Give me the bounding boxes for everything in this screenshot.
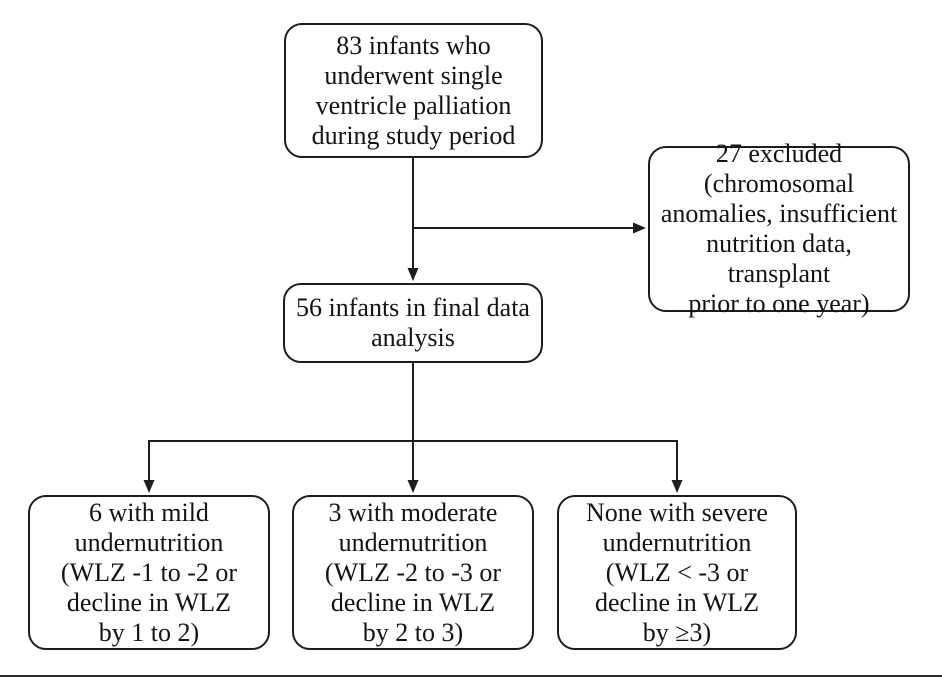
node-mild-undernutrition: 6 with mild undernutrition (WLZ -1 to -2… xyxy=(28,495,270,650)
node-final-analysis-label: 56 infants in final data analysis xyxy=(296,293,530,352)
node-severe-undernutrition: None with severe undernutrition (WLZ < -… xyxy=(557,495,797,650)
node-excluded-label: 27 excluded (chromosomal anomalies, insu… xyxy=(660,139,898,318)
node-final-analysis: 56 infants in final data analysis xyxy=(283,283,543,363)
node-moderate-undernutrition: 3 with moderate undernutrition (WLZ -2 t… xyxy=(292,495,534,650)
node-mild-undernutrition-label: 6 with mild undernutrition (WLZ -1 to -2… xyxy=(60,497,238,647)
node-excluded: 27 excluded (chromosomal anomalies, insu… xyxy=(648,139,910,318)
node-severe-undernutrition-label: None with severe undernutrition (WLZ < -… xyxy=(586,497,768,647)
node-enrolled: 83 infants who underwent single ventricl… xyxy=(284,23,543,158)
figure-bottom-rule xyxy=(0,675,942,677)
node-enrolled-label: 83 infants who underwent single ventricl… xyxy=(311,30,516,150)
node-moderate-undernutrition-label: 3 with moderate undernutrition (WLZ -2 t… xyxy=(324,497,502,647)
